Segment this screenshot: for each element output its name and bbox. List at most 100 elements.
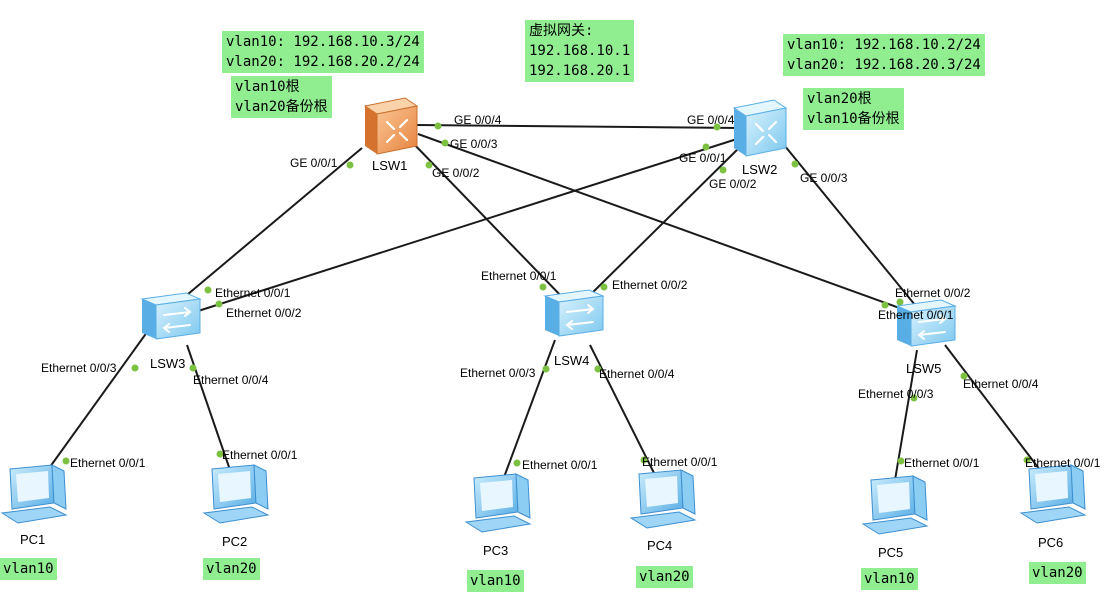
port-labels: GE 0/0/4 GE 0/0/4 GE 0/0/3 GE 0/0/1 GE 0… <box>41 113 1101 472</box>
port-label: GE 0/0/1 <box>290 156 338 170</box>
port-label: GE 0/0/4 <box>687 113 735 127</box>
pc5-computer[interactable] <box>861 475 929 535</box>
pc2-computer[interactable] <box>202 464 270 524</box>
lsw2-label: LSW2 <box>742 162 777 177</box>
switch-arrows-icon <box>754 120 778 146</box>
pc3-computer[interactable] <box>464 473 532 533</box>
link-lsw1-lsw5 <box>417 133 906 311</box>
port-label: Ethernet 0/0/4 <box>963 377 1039 391</box>
lsw3-switch[interactable] <box>140 292 202 340</box>
link-lsw1-lsw4 <box>409 139 566 301</box>
pc6-computer[interactable] <box>1019 464 1087 524</box>
lsw1-label: LSW1 <box>372 158 407 173</box>
link-lsw2-lsw4 <box>584 141 746 301</box>
gateway-note: 虚拟网关: 192.168.10.1 192.168.20.1 <box>525 20 635 82</box>
port-label: GE 0/0/4 <box>454 113 502 127</box>
pc6-label: PC6 <box>1038 535 1063 550</box>
lsw2-switch[interactable] <box>732 99 788 157</box>
port-dot <box>513 459 521 467</box>
port-dot <box>1023 456 1031 464</box>
pc4-vlan-tag: vlan20 <box>636 566 693 588</box>
port-label: GE 0/0/2 <box>432 166 480 180</box>
switch-arrows-icon <box>565 304 595 330</box>
link-lsw5-pc6 <box>944 344 1041 471</box>
port-dot <box>960 372 968 380</box>
lsw5-label: LSW5 <box>906 361 941 376</box>
port-label: GE 0/0/1 <box>679 151 727 165</box>
port-dot <box>594 365 602 373</box>
link-lsw4-pc3 <box>499 339 556 489</box>
pc4-computer[interactable] <box>629 469 697 529</box>
port-label: Ethernet 0/0/1 <box>70 456 146 470</box>
port-label: Ethernet 0/0/1 <box>222 448 298 462</box>
lsw1-ip-note: vlan10: 192.168.10.3/24 vlan20: 192.168.… <box>222 31 424 73</box>
link-lsw2-lsw3 <box>194 137 741 313</box>
links <box>41 124 1041 489</box>
link-lsw2-lsw5 <box>779 139 916 306</box>
switch-arrows-icon <box>162 307 192 333</box>
lsw1-switch[interactable] <box>363 97 419 155</box>
port-dot <box>881 301 889 309</box>
link-lsw1-lsw3 <box>174 147 363 306</box>
port-label: Ethernet 0/0/1 <box>642 455 718 469</box>
port-label: Ethernet 0/0/3 <box>41 361 117 375</box>
port-dot <box>539 283 547 291</box>
lsw4-label: LSW4 <box>554 353 589 368</box>
port-dot <box>131 364 139 372</box>
lsw3-label: LSW3 <box>150 356 185 371</box>
switch-arrows-icon <box>385 118 409 144</box>
pc2-vlan-tag: vlan20 <box>203 558 260 580</box>
switch-arrows-icon <box>917 314 947 340</box>
port-dot <box>425 161 433 169</box>
port-label: Ethernet 0/0/1 <box>904 456 980 470</box>
port-dot <box>189 364 197 372</box>
link-lsw1-lsw2 <box>416 124 741 129</box>
link-lsw5-pc5 <box>894 349 918 481</box>
pc6-vlan-tag: vlan20 <box>1029 562 1086 584</box>
port-dot <box>542 365 550 373</box>
pc4-label: PC4 <box>647 538 672 553</box>
port-label: Ethernet 0/0/3 <box>460 366 536 380</box>
port-dot <box>897 457 905 465</box>
port-label: Ethernet 0/0/1 <box>1025 456 1101 470</box>
port-label: Ethernet 0/0/2 <box>895 286 971 300</box>
port-dot <box>62 457 70 465</box>
pc2-label: PC2 <box>222 534 247 549</box>
port-dot <box>204 286 212 294</box>
pc5-label: PC5 <box>878 545 903 560</box>
pc5-vlan-tag: vlan10 <box>861 568 918 590</box>
port-dot <box>896 298 904 306</box>
port-label: Ethernet 0/0/1 <box>215 286 291 300</box>
lsw4-switch[interactable] <box>543 289 605 337</box>
port-label: GE 0/0/2 <box>709 177 757 191</box>
port-dot <box>713 123 721 131</box>
pc1-computer[interactable] <box>0 464 68 524</box>
link-lsw3-pc1 <box>41 327 151 479</box>
port-label: GE 0/0/3 <box>800 171 848 185</box>
pc1-label: PC1 <box>20 532 45 547</box>
port-dot <box>434 122 442 130</box>
port-label: Ethernet 0/0/4 <box>599 367 675 381</box>
port-dot <box>600 283 608 291</box>
port-dot <box>719 166 727 174</box>
pc1-vlan-tag: vlan10 <box>0 558 57 580</box>
lsw2-ip-note: vlan10: 192.168.10.2/24 vlan20: 192.168.… <box>783 34 985 76</box>
port-dot <box>216 450 224 458</box>
port-dots <box>62 122 1031 467</box>
port-dot <box>215 300 223 308</box>
lsw5-switch[interactable] <box>895 299 957 347</box>
port-label: Ethernet 0/0/1 <box>481 269 557 283</box>
pc3-vlan-tag: vlan10 <box>467 570 524 592</box>
pc3-label: PC3 <box>483 543 508 558</box>
port-label: Ethernet 0/0/2 <box>226 306 302 320</box>
port-dot <box>702 143 710 151</box>
port-label: Ethernet 0/0/1 <box>522 458 598 472</box>
lsw1-role-note: vlan10根 vlan20备份根 <box>231 76 332 118</box>
port-dot <box>791 160 799 168</box>
port-label: Ethernet 0/0/4 <box>193 373 269 387</box>
lsw2-role-note: vlan20根 vlan10备份根 <box>803 88 904 130</box>
port-label: Ethernet 0/0/3 <box>858 387 934 401</box>
port-label: Ethernet 0/0/2 <box>612 278 688 292</box>
port-label: GE 0/0/3 <box>450 137 498 151</box>
